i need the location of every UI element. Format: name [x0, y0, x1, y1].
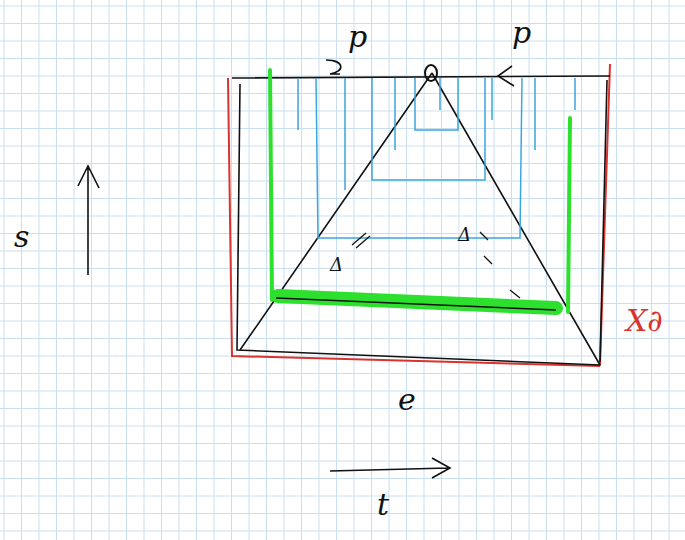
grid-line: [0, 373, 685, 374]
grid-line: [0, 461, 685, 462]
flow-arrow: [326, 60, 341, 74]
apex-point: [425, 65, 437, 81]
boundary-outline: [228, 64, 610, 366]
flow-arrow: [498, 66, 514, 86]
grid-line: [494, 0, 495, 540]
grid-line: [581, 0, 582, 540]
grid-line: [39, 0, 40, 540]
grid-line: [529, 0, 530, 540]
grid-line: [0, 286, 685, 287]
grid-line: [0, 146, 685, 147]
characteristic-lines: [298, 78, 575, 238]
grid-line: [0, 251, 685, 252]
axis-arrow: [330, 458, 450, 478]
axis-label: Δ: [458, 226, 471, 244]
axis-label: p: [512, 18, 531, 48]
grid-line: [126, 0, 127, 540]
grid-line: [301, 0, 302, 540]
axis-label: s: [14, 222, 29, 252]
grid-line: [0, 321, 685, 322]
grid-line: [109, 0, 110, 540]
tick-marks: [352, 232, 520, 298]
grid-line: [74, 0, 75, 540]
grid-line: [651, 0, 652, 540]
grid-line: [0, 58, 685, 59]
grid-line: [0, 6, 685, 7]
grid-line: [0, 391, 685, 392]
grid-line: [91, 0, 92, 540]
axis-arrow: [78, 166, 99, 275]
grid-line: [669, 0, 670, 540]
base-line: [276, 298, 556, 310]
highlight: [270, 70, 570, 312]
grid-line: [0, 338, 685, 339]
grid-line: [161, 0, 162, 540]
grid-line: [266, 0, 267, 540]
axis-label: t: [377, 490, 389, 520]
grid-line: [56, 0, 57, 540]
triangle: [240, 73, 600, 365]
grid-line: [214, 0, 215, 540]
grid-line: [0, 478, 685, 479]
grid-line: [0, 181, 685, 182]
grid-line: [196, 0, 197, 540]
axis-label: e: [398, 385, 416, 415]
grid-line: [0, 233, 685, 234]
grid-line: [0, 198, 685, 199]
grid-line: [0, 513, 685, 514]
grid-line: [0, 163, 685, 164]
grid-line: [0, 443, 685, 444]
grid-line: [406, 0, 407, 540]
grid-line: [0, 408, 685, 409]
axis-label: Δ: [330, 256, 343, 274]
grid-line: [616, 0, 617, 540]
grid-line: [21, 0, 22, 540]
domain-rectangle: [232, 76, 610, 365]
grid-line: [634, 0, 635, 540]
grid-line: [4, 0, 5, 540]
grid-line: [599, 0, 600, 540]
grid-line: [476, 0, 477, 540]
grid-line: [249, 0, 250, 540]
axis-label: p: [348, 22, 367, 52]
grid-line: [389, 0, 390, 540]
grid-line: [511, 0, 512, 540]
grid-line: [0, 531, 685, 532]
grid-line: [0, 93, 685, 94]
grid-line: [179, 0, 180, 540]
grid-line: [319, 0, 320, 540]
grid-line: [564, 0, 565, 540]
grid-line: [0, 111, 685, 112]
grid-line: [0, 426, 685, 427]
grid-line: [424, 0, 425, 540]
grid-line: [0, 23, 685, 24]
grid-line: [354, 0, 355, 540]
grid-line: [0, 128, 685, 129]
grid-line: [284, 0, 285, 540]
axis-label: X∂: [626, 306, 663, 336]
grid-line: [0, 41, 685, 42]
grid-line: [441, 0, 442, 540]
grid-line: [0, 496, 685, 497]
grid-line: [144, 0, 145, 540]
grid-line: [0, 356, 685, 357]
grid-line: [0, 216, 685, 217]
